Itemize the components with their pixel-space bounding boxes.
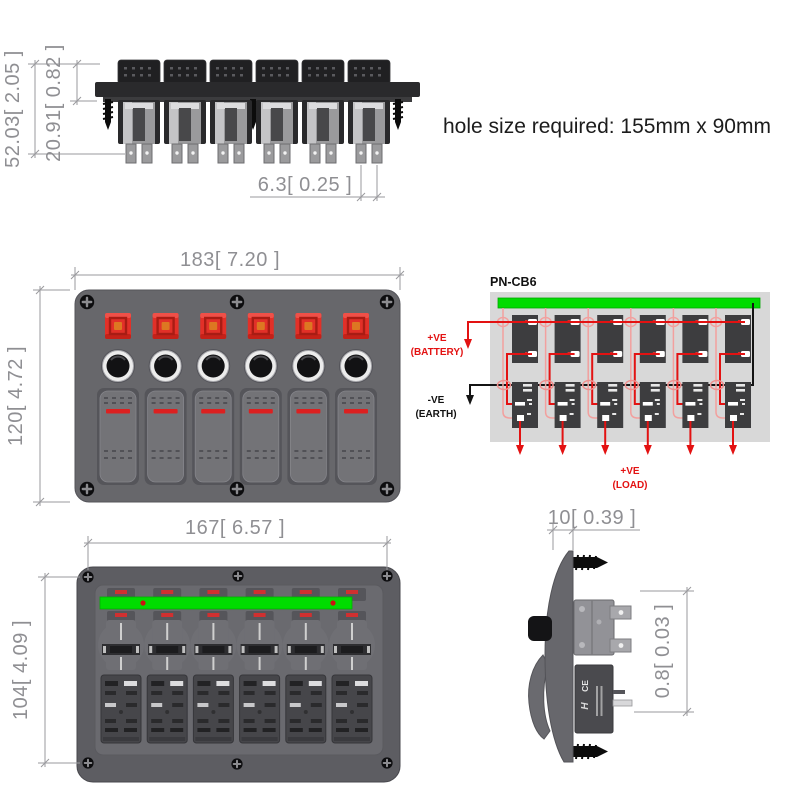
screw-icon [231, 569, 245, 583]
breaker-button [338, 348, 374, 384]
hole-size-note: hole size required: 155mm x 90mm [443, 115, 771, 138]
dim-label-back-width: 167[ 6.57 ] [185, 517, 285, 539]
dim-front-width: 183[ 7.20 ] [70, 249, 405, 290]
dim-label-front-width: 183[ 7.20 ] [180, 249, 280, 271]
screw-icon [228, 293, 246, 311]
switch-terminal [612, 699, 633, 707]
screw-icon [380, 569, 394, 583]
screw-icon [380, 756, 394, 770]
earth-label: -VE (EARTH) [415, 395, 456, 420]
indicator-light [294, 311, 323, 341]
dim-back-width: 167[ 6.57 ] [83, 517, 392, 570]
rocker-edge [163, 59, 207, 85]
mounting-screw-icon [392, 98, 404, 131]
earth-arrow-icon [466, 395, 474, 405]
breaker-button-side [528, 616, 552, 641]
screw-icon [81, 570, 95, 584]
mounting-screw-icon [573, 554, 608, 571]
screw-icon [81, 756, 95, 770]
dim-label-panel-thickness: 10[ 0.39 ] [548, 507, 636, 529]
rocker-edge-row [117, 59, 391, 85]
dim-panel-thickness: 10[ 0.39 ] [547, 507, 640, 550]
earth-label-line1: -VE [428, 395, 445, 406]
dim-rear-depth: 20.91[ 0.82 ] [43, 44, 97, 162]
dim-terminal-pitch: 6.3[ 0.25 ] [250, 165, 385, 202]
dim-label-front-height: 120[ 4.72 ] [5, 346, 27, 446]
battery-arrow-icon [464, 339, 472, 349]
breaker-button [100, 348, 136, 384]
switch-terminal [613, 690, 625, 694]
rocker-switch [334, 387, 378, 486]
ce-mark: CE [580, 680, 590, 692]
breaker-edge [163, 99, 207, 164]
breaker-edge [347, 99, 391, 164]
load-label-line1: +VE [620, 466, 640, 477]
screw-icon [378, 480, 396, 498]
rocker-edge [347, 59, 391, 85]
rocker-switch [239, 387, 283, 486]
dim-back-height: 104[ 4.09 ] [10, 572, 80, 768]
breaker-edge [255, 99, 299, 164]
indicator-light [341, 311, 371, 341]
dim-label-rear-depth: 20.91[ 0.82 ] [43, 44, 65, 162]
screw-icon [78, 480, 96, 498]
back-view: 167[ 6.57 ] 104[ 4.09 ] [10, 517, 401, 783]
dim-terminal-thickness: 0.8[ 0.03 ] [634, 586, 694, 717]
wiring-diagram: PN-CB6 +VE (BATTERY) -VE (EARTH) +VE (LO… [411, 275, 770, 491]
rocker-edge [301, 59, 345, 85]
indicator-light [103, 311, 133, 341]
bus-bar-screw-icon [140, 600, 146, 606]
rocker-switch [96, 387, 140, 486]
battery-label-line1: +VE [427, 333, 447, 344]
bus-bar-screw-icon [330, 600, 336, 606]
wiring-title: PN-CB6 [490, 275, 537, 289]
indicator-light [246, 311, 275, 341]
dim-front-height: 120[ 4.72 ] [5, 285, 70, 507]
panel-edge-lip [103, 97, 412, 102]
top-edge-view: 52.03[ 2.05 ] 20.91[ 0.82 ] 6.3[ 0.25 ] [2, 44, 420, 202]
rocker-edge [255, 59, 299, 85]
screw-icon [230, 757, 244, 771]
dim-label-total-depth: 52.03[ 2.05 ] [2, 50, 24, 168]
indicator-light [198, 311, 228, 341]
side-view: CE H 10[ 0.39 ] 0.8[ 0.03 ] [528, 507, 694, 763]
breaker-button [195, 348, 232, 384]
dim-label-back-height: 104[ 4.09 ] [10, 620, 32, 720]
breaker-side-body [573, 599, 632, 656]
panel-side-profile [544, 550, 574, 763]
mounting-screw-icon [573, 743, 608, 760]
panel-edge-bar [95, 82, 420, 97]
bus-bar [497, 297, 761, 309]
rocker-switch [144, 387, 188, 486]
screw-icon [228, 480, 246, 498]
dim-total-depth: 52.03[ 2.05 ] [2, 50, 125, 168]
battery-wire [467, 321, 745, 341]
earth-label-line2: (EARTH) [415, 409, 456, 420]
bus-bar-back [99, 596, 353, 610]
mounting-screw-icon [102, 98, 114, 131]
brand-logo-icon: H [580, 702, 591, 710]
panel-edge-profile [528, 654, 551, 740]
rocker-switch [191, 387, 235, 486]
switch-side-body: CE H [574, 664, 633, 734]
breaker-button [242, 348, 279, 384]
indicator-light [151, 311, 180, 341]
breaker-edge [209, 99, 253, 164]
rocker-edge [209, 59, 253, 85]
battery-label-line2: (BATTERY) [411, 347, 464, 358]
breaker-button [290, 348, 327, 384]
load-label: +VE (LOAD) [613, 466, 648, 491]
battery-label: +VE (BATTERY) [411, 333, 464, 358]
dim-label-terminal-pitch: 6.3[ 0.25 ] [258, 174, 352, 196]
dim-label-terminal-thickness: 0.8[ 0.03 ] [652, 604, 674, 698]
screw-icon [78, 293, 96, 311]
breaker-button [147, 348, 184, 384]
front-view: 183[ 7.20 ] 120[ 4.72 ] [5, 249, 405, 507]
breaker-edge [301, 99, 345, 164]
rocker-switch [286, 387, 330, 486]
load-label-line2: (LOAD) [613, 480, 648, 491]
screw-icon [378, 293, 396, 311]
rocker-edge [117, 59, 161, 85]
